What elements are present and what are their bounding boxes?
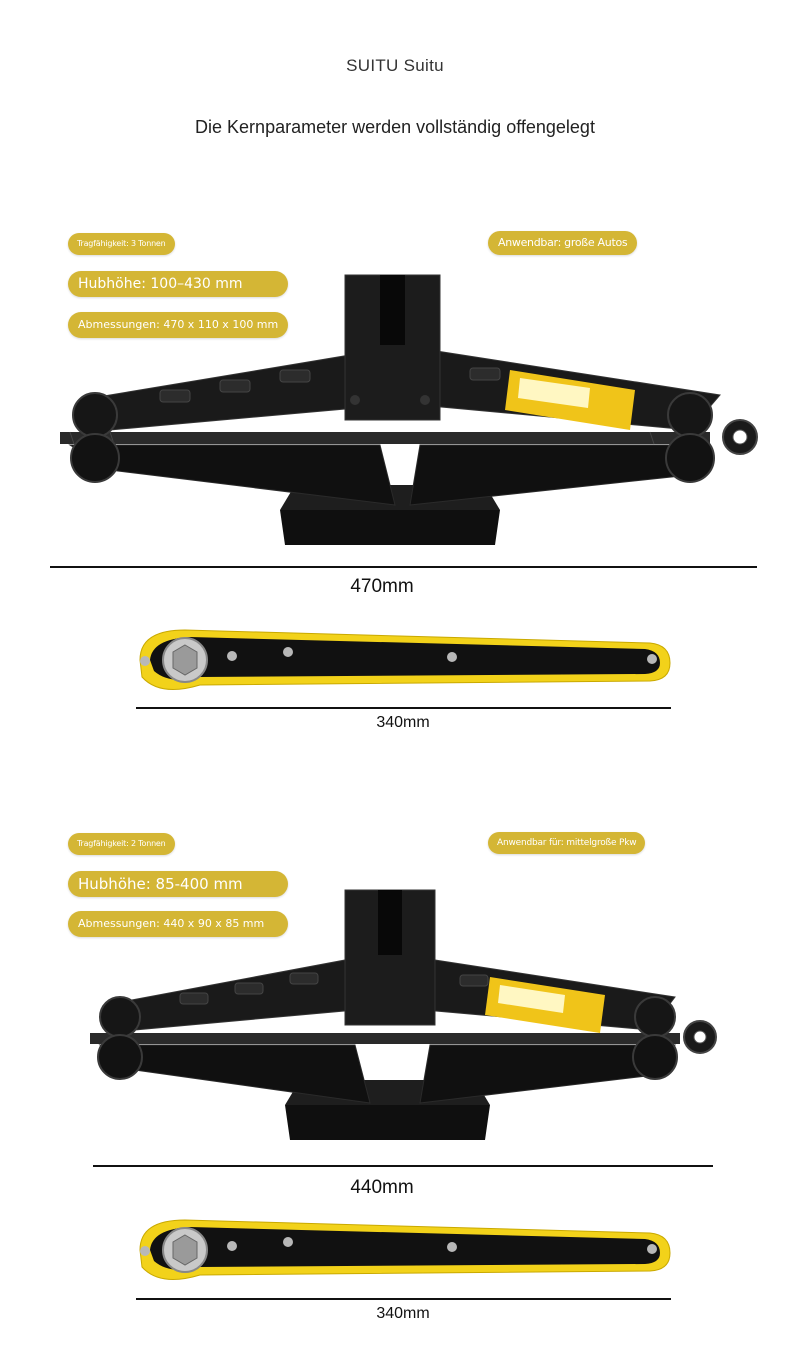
jack-length-label: 470mm [350, 576, 414, 597]
page-headline: Die Kernparameter werden vollständig off… [195, 117, 595, 137]
dimensions-tag: Abmessungen: 470 x 110 x 100 mm [68, 312, 288, 338]
jack-length-label: 440mm [350, 1177, 414, 1198]
lift-height-tag: Hubhöhe: 85-400 mm [68, 871, 288, 897]
scissor-jack-illustration [90, 889, 717, 1140]
lift-height-tag: Hubhöhe: 100–430 mm [68, 271, 288, 297]
suitable-for-tag: Anwendbar für: mittelgroße Pkw [488, 832, 646, 854]
jack-length-line [50, 566, 757, 568]
suitable-for-tag: Anwendbar: große Autos [488, 231, 638, 255]
load-capacity-tag: Tragfähigkeit: 3 Tonnen [68, 233, 175, 255]
ratchet-wrench-illustration [139, 629, 671, 690]
brand-name: SUITU Suitu [346, 56, 444, 75]
ratchet-wrench-illustration [139, 1219, 671, 1280]
scissor-jack-illustration [60, 274, 758, 545]
wrench-length-label: 340mm [376, 1305, 430, 1322]
load-capacity-tag: Tragfähigkeit: 2 Tonnen [68, 833, 175, 855]
wrench-length-label: 340mm [376, 714, 430, 731]
wrench-length-line [136, 707, 671, 709]
dimensions-tag: Abmessungen: 440 x 90 x 85 mm [68, 911, 288, 937]
wrench-length-line [136, 1298, 671, 1300]
jack-length-line [93, 1165, 713, 1167]
